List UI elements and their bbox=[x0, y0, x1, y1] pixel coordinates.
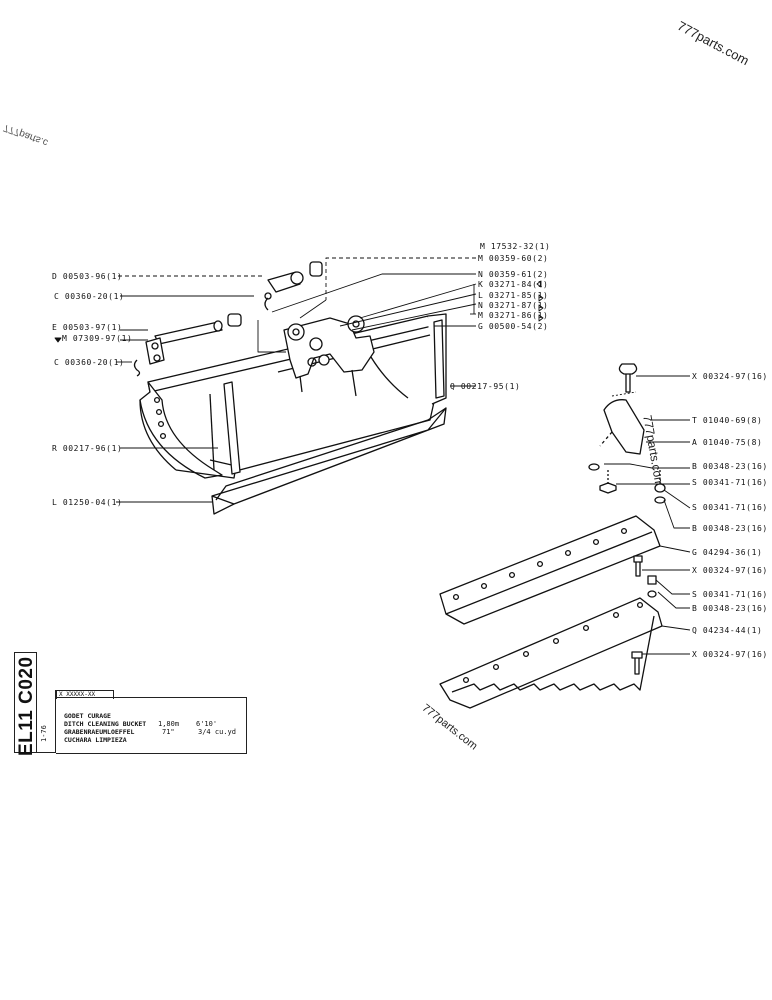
callout-b00348-3: B 00348-23(16) bbox=[692, 604, 768, 613]
title-line-en-value-1: 1,80m bbox=[158, 720, 180, 728]
title-frame-top bbox=[14, 652, 37, 653]
leader-lines bbox=[116, 257, 691, 655]
title-line-de: GRABENRAEUMLOEFFEL bbox=[64, 728, 135, 736]
callout-m17532: M 17532-32(1) bbox=[480, 242, 551, 251]
callout-a01040: A 01040-75(8) bbox=[692, 438, 763, 447]
title-frame-vertical-left bbox=[14, 652, 15, 752]
callout-k03271: K 03271-84(1) bbox=[478, 280, 549, 289]
title-line-fr: GODET CURAGE bbox=[64, 712, 111, 720]
hitch-bracket bbox=[283, 315, 375, 397]
title-frame-bottom bbox=[14, 752, 56, 753]
title-line-en: DITCH CLEANING BUCKET bbox=[64, 720, 147, 728]
tooth-hardware bbox=[588, 363, 666, 504]
title-line-de-value-1: 71" bbox=[162, 728, 175, 736]
callout-q00217: Q 00217-95(1) bbox=[450, 382, 521, 391]
callout-l01250: L 01250-04(1) bbox=[52, 498, 123, 507]
callout-c00360-bottom: C 00360-20(1) bbox=[54, 358, 125, 367]
callout-x00324-3: X 00324-97(16) bbox=[692, 650, 768, 659]
callout-c00360-top: C 00360-20(1) bbox=[54, 292, 125, 301]
title-frame-vertical-right bbox=[55, 690, 56, 752]
callout-n00359: N 00359-61(2) bbox=[478, 270, 549, 279]
callout-e00503: E 00503-97(1) bbox=[52, 323, 123, 332]
cutting-edge-bar bbox=[211, 407, 447, 515]
callout-g04294: G 04294-36(1) bbox=[692, 548, 763, 557]
title-line-en-value-2: 6'10' bbox=[196, 720, 218, 728]
callout-s00341-2: S 00341-71(16) bbox=[692, 503, 768, 512]
callout-l03271: L 03271-85(1) bbox=[478, 291, 549, 300]
callout-t01040: T 01040-69(8) bbox=[692, 416, 763, 425]
callout-x00324-2: X 00324-97(16) bbox=[692, 566, 768, 575]
callout-d00503: D 00503-96(1) bbox=[52, 272, 123, 281]
callout-b00348-1: B 00348-23(16) bbox=[692, 462, 768, 471]
arrow-markers bbox=[54, 280, 544, 343]
callout-q04234: Q 04234-44(1) bbox=[692, 626, 763, 635]
callout-m03271: M 03271-86(1) bbox=[478, 311, 549, 320]
top-pin-assembly bbox=[264, 261, 323, 311]
callout-m07309: M 07309-97(1) bbox=[62, 334, 133, 343]
callout-r00217: R 00217-96(1) bbox=[52, 444, 123, 453]
title-block: X XXXXX-XX GODET CURAGE DITCH CLEANING B… bbox=[56, 690, 247, 754]
title-line-de-value-2: 3/4 cu.yd bbox=[198, 728, 236, 736]
callout-m00359: M 00359-60(2) bbox=[478, 254, 549, 263]
callout-n03271: N 03271-87(1) bbox=[478, 301, 549, 310]
drawing-date: 1-76 bbox=[40, 725, 48, 742]
title-line-es: CUCHARA LIMPIEZA bbox=[64, 736, 127, 744]
callout-b00348-2: B 00348-23(16) bbox=[692, 524, 768, 533]
plate-bolts bbox=[631, 555, 657, 675]
callout-x00324-1: X 00324-97(16) bbox=[692, 372, 768, 381]
left-pin-assembly bbox=[133, 313, 242, 377]
title-frame-vertical-mid bbox=[36, 652, 37, 752]
drawing-number: EL11 C020 bbox=[16, 656, 37, 756]
callout-g00500: G 00500-54(2) bbox=[478, 322, 549, 331]
callout-s00341-1: S 00341-71(16) bbox=[692, 478, 768, 487]
callout-s00341-3: S 00341-71(16) bbox=[692, 590, 768, 599]
part-code-box: X XXXXX-XX bbox=[56, 690, 114, 699]
